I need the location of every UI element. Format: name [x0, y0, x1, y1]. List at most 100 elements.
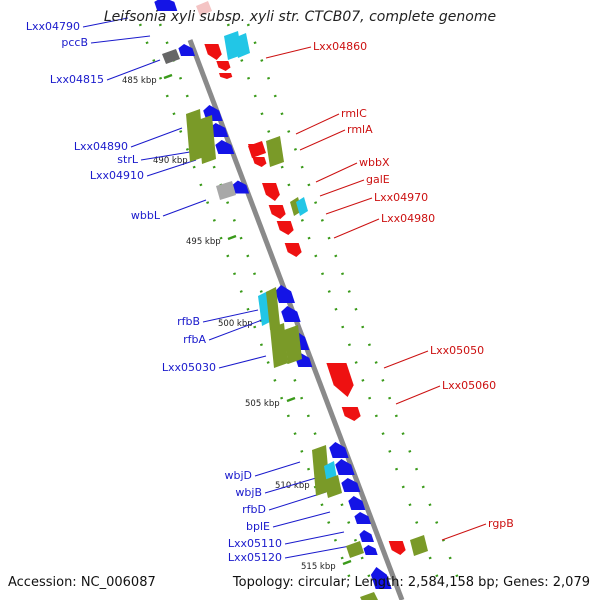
gene-box-green	[198, 115, 216, 164]
gene-label-wbbX: wbbX	[359, 156, 390, 169]
gene-box-cyan	[296, 197, 308, 216]
gene-label-Lxx05120: Lxx05120	[228, 551, 282, 564]
gene-label-bplE: bplE	[246, 520, 270, 533]
gene-box-gray	[162, 49, 180, 64]
gene-arrow-blue	[370, 567, 392, 589]
gene-arrow-red	[216, 61, 231, 71]
gene-label-rfbB: rfbB	[177, 315, 200, 328]
gene-box-green	[360, 592, 378, 604]
leader-line	[265, 46, 312, 59]
scale-tick-label: 490 kbp	[153, 156, 188, 166]
gene-label-strL: strL	[117, 153, 139, 166]
gene-box-green	[324, 475, 342, 498]
leader-line	[333, 218, 380, 239]
gene-arrow-blue	[341, 478, 361, 492]
gene-arrow-blue	[178, 44, 195, 56]
genome-title: Leifsonia xyli subsp. xyli str. CTCB07, …	[103, 9, 497, 25]
gene-arrow-red	[326, 363, 354, 397]
leader-line	[299, 129, 346, 151]
gene-box-green	[346, 541, 364, 558]
leader-line	[383, 350, 429, 369]
gene-arrow-blue	[348, 496, 366, 510]
leader-line	[146, 159, 197, 177]
guide-line-1	[138, 23, 354, 585]
gene-label-pccB: pccB	[61, 36, 88, 49]
scale-tick-mark	[286, 396, 296, 403]
leader-line	[284, 531, 345, 545]
gene-label-Lxx04890: Lxx04890	[74, 140, 128, 153]
gene-label-rfbA: rfbA	[183, 333, 206, 346]
gene-arrow-red	[284, 243, 302, 257]
leader-line	[272, 511, 331, 528]
leader-line	[208, 319, 263, 341]
leader-line	[162, 199, 207, 217]
scale-tick-label: 510 kbp	[275, 481, 310, 491]
scale-tick-mark	[227, 234, 237, 241]
leader-line	[106, 59, 161, 81]
gene-box-cyan	[234, 33, 250, 58]
gene-arrow-red	[219, 73, 233, 79]
gene-arrow-blue	[275, 285, 295, 303]
gene-label-Lxx04980: Lxx04980	[381, 212, 435, 225]
leader-line	[254, 461, 301, 477]
gene-label-Lxx05060: Lxx05060	[442, 379, 496, 392]
scale-tick-mark	[163, 73, 173, 80]
gene-labels: Lxx04790pccBLxx04815Lxx04890strLLxx04910…	[26, 20, 514, 564]
gene-arrow-blue	[209, 123, 229, 137]
gene-box-green	[284, 325, 302, 364]
leader-line	[441, 523, 487, 541]
leader-line	[82, 17, 129, 28]
gene-features	[154, 0, 428, 604]
gene-box-green	[266, 136, 284, 167]
genome-summary-text: Topology: circular; Length: 2,584,158 bp…	[232, 575, 590, 590]
gene-arrow-blue	[232, 180, 250, 194]
leader-line	[90, 35, 151, 44]
gene-arrow-blue	[359, 530, 374, 542]
gene-label-Lxx04790: Lxx04790	[26, 20, 80, 33]
gene-arrow-blue	[329, 442, 349, 458]
gene-label-Lxx05030: Lxx05030	[162, 361, 216, 374]
gene-label-rmlA: rmlA	[347, 123, 373, 136]
scale-tick-label: 500 kbp	[218, 319, 253, 329]
scale-tick-label: 515 kbp	[301, 562, 336, 572]
scale-tick-mark	[342, 559, 352, 566]
leader-line	[264, 477, 317, 494]
label-leader-lines	[82, 17, 487, 559]
gene-label-rmlC: rmlC	[341, 107, 367, 120]
gene-arrow-red	[276, 221, 294, 235]
gene-box-green	[410, 535, 428, 556]
gene-label-Lxx05050: Lxx05050	[430, 344, 484, 357]
accession-text: Accession: NC_006087	[8, 575, 156, 590]
leader-line	[140, 151, 191, 161]
scale-tick-label: 485 kbp	[122, 76, 157, 86]
gene-arrow-blue	[335, 459, 355, 475]
gene-label-wbjB: wbjB	[235, 486, 262, 499]
gene-arrow-blue	[215, 140, 235, 154]
leader-line	[284, 545, 351, 559]
gene-arrow-blue	[354, 512, 371, 524]
gene-arrow-blue	[281, 306, 301, 322]
gene-arrow-red	[341, 407, 361, 421]
gene-box-green	[266, 287, 280, 330]
leader-line	[395, 385, 441, 405]
scale-tick-label: 495 kbp	[186, 237, 221, 247]
leader-line	[295, 113, 340, 135]
gene-label-rgpB: rgpB	[488, 517, 514, 530]
gene-label-Lxx04860: Lxx04860	[313, 40, 367, 53]
gene-box-green	[270, 323, 288, 368]
leader-line	[315, 162, 358, 183]
gene-label-wbjD: wbjD	[224, 469, 252, 482]
gene-box-red	[248, 141, 266, 158]
gene-arrow-blue	[363, 545, 378, 555]
gene-box-gray	[216, 181, 236, 200]
gene-arrow-blue	[154, 0, 178, 11]
gene-box-faded	[196, 1, 212, 16]
leader-line	[218, 355, 267, 369]
gene-label-Lxx04970: Lxx04970	[374, 191, 428, 204]
gene-label-Lxx04910: Lxx04910	[90, 169, 144, 182]
leader-line	[130, 127, 183, 148]
gene-label-Lxx05110: Lxx05110	[228, 537, 282, 550]
gene-label-galE: galE	[366, 173, 390, 186]
gene-arrow-red	[262, 183, 280, 201]
